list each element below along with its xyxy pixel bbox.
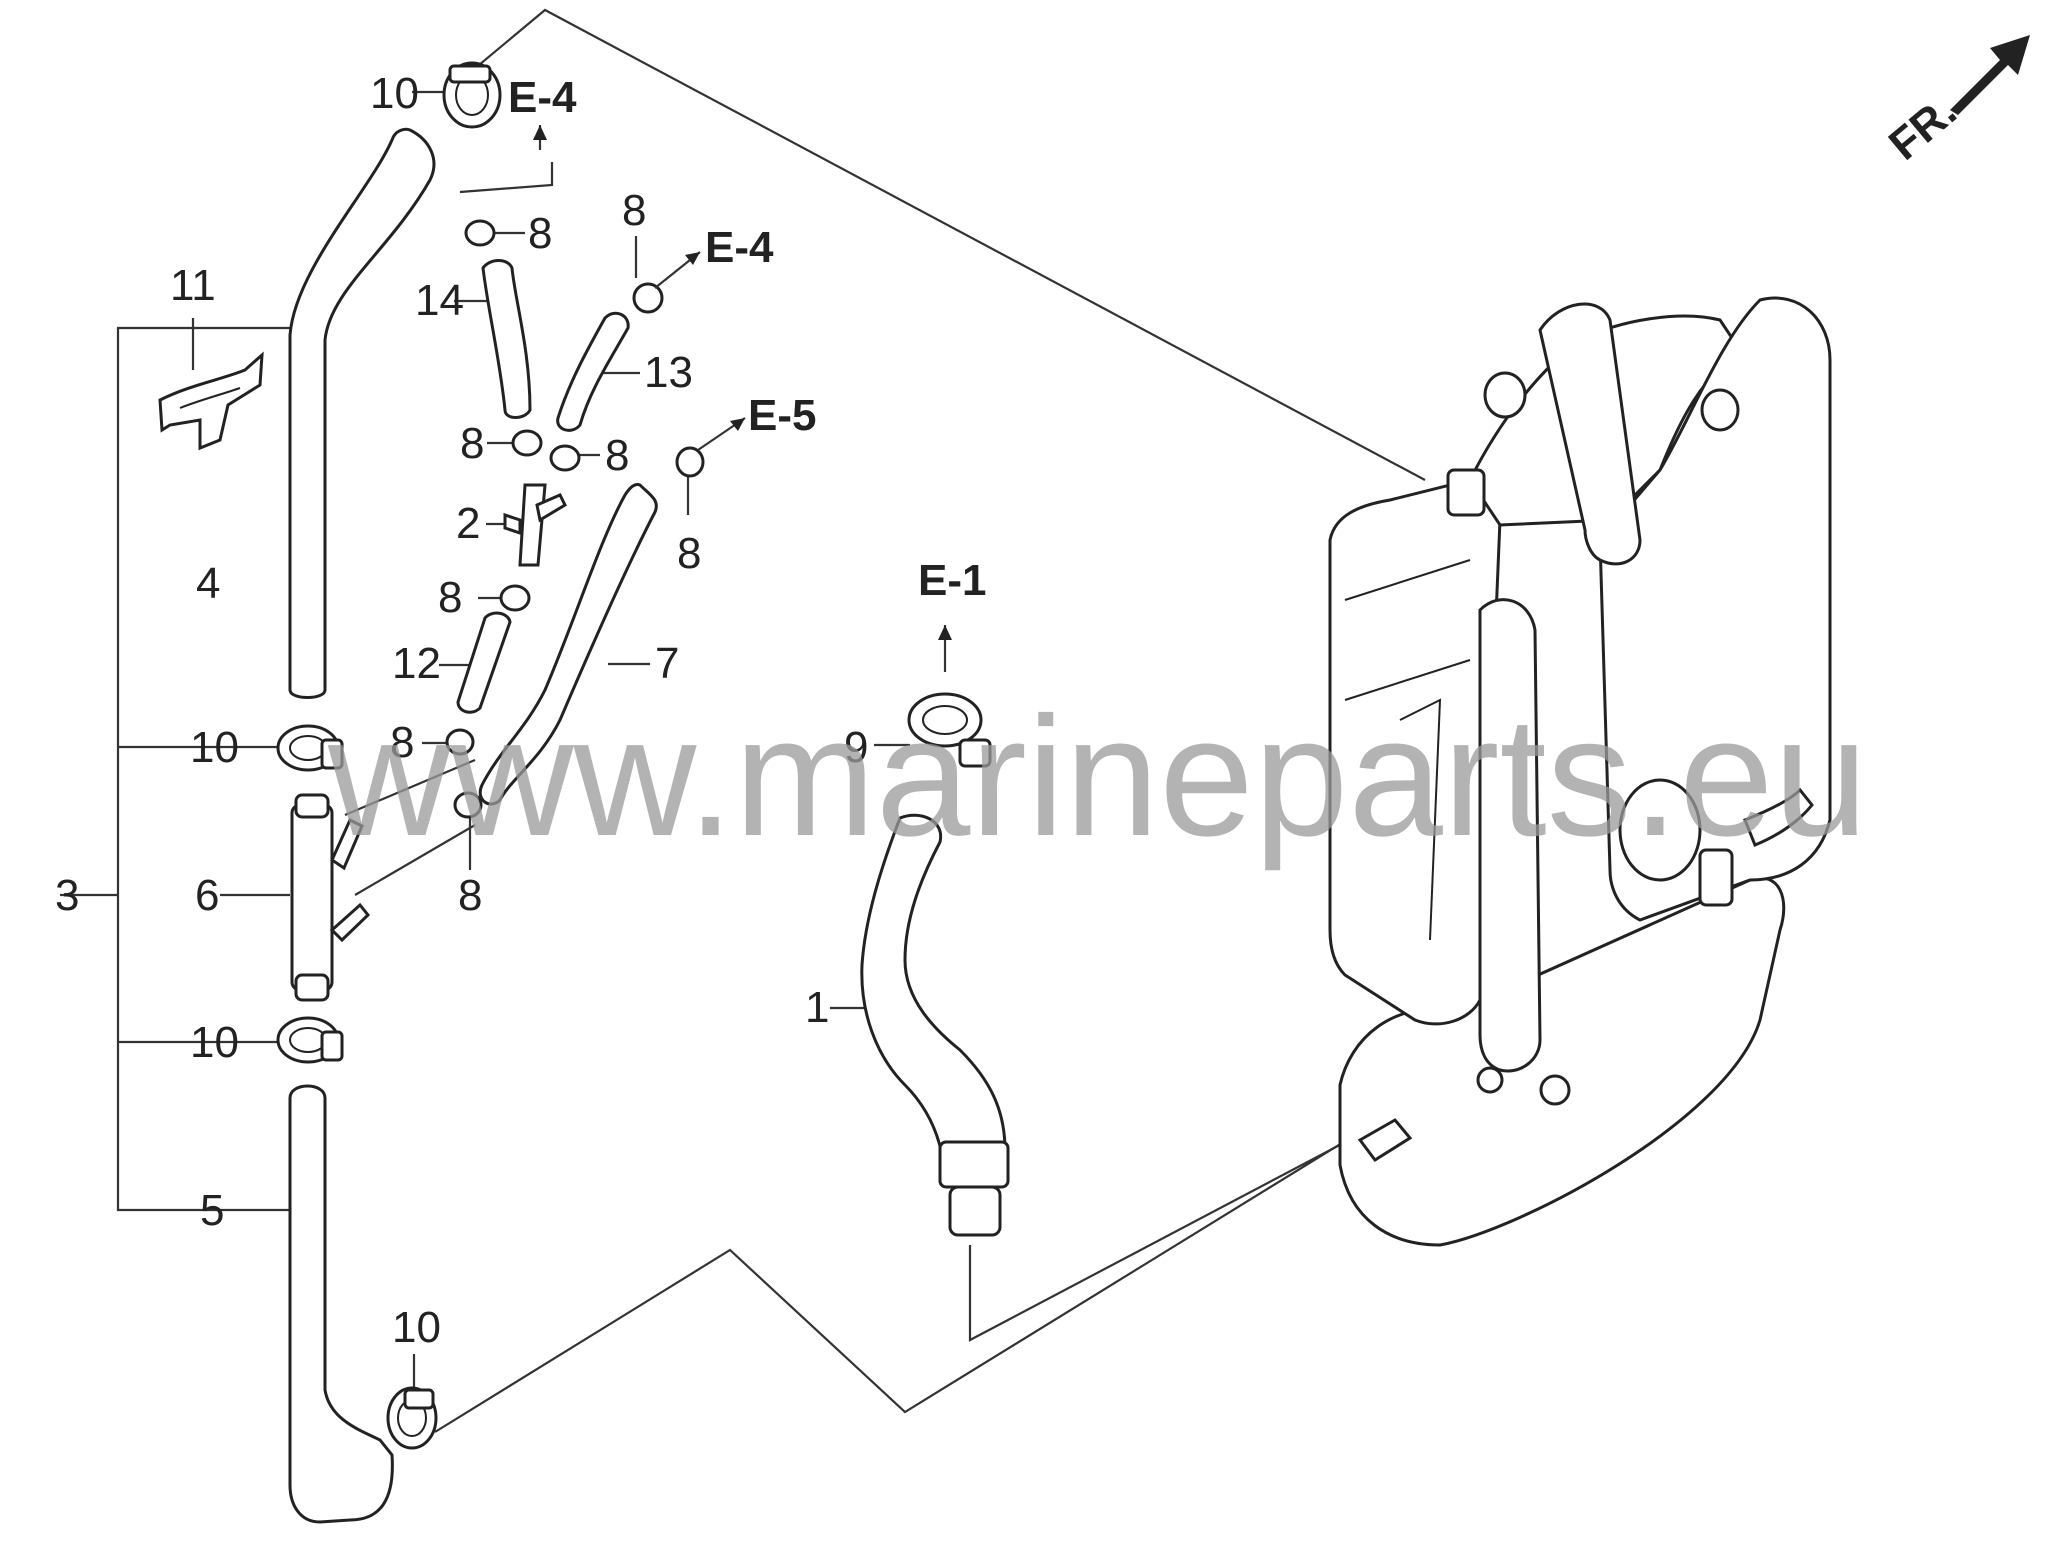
engine-cap-left xyxy=(1483,371,1527,419)
ref-arrow-e1 xyxy=(938,625,952,640)
joint-6 xyxy=(290,793,371,1002)
engine-bolt-left xyxy=(1357,1118,1413,1163)
callout-13: 13 xyxy=(644,348,693,397)
engine-bolt-right xyxy=(1539,1074,1571,1106)
clamp-8-a xyxy=(464,219,496,247)
callout-8-b: 8 xyxy=(622,186,646,235)
ref-arrow-e5 xyxy=(730,418,745,431)
clamp-8-e xyxy=(675,446,705,478)
engine-fitting xyxy=(1698,848,1734,907)
callout-8-e: 8 xyxy=(677,529,701,578)
ref-arrow-e4-right xyxy=(685,252,700,265)
callout-2: 2 xyxy=(456,499,480,548)
engine-block xyxy=(1328,296,1832,1247)
callout-8-h: 8 xyxy=(458,871,482,920)
hose-13 xyxy=(556,311,630,432)
engine-pipe xyxy=(1478,598,1542,1073)
callout-7: 7 xyxy=(655,639,679,688)
callout-8-f: 8 xyxy=(438,573,462,622)
clamp-8-c xyxy=(511,429,543,457)
ref-e5: E-5 xyxy=(748,391,816,440)
callout-8-a: 8 xyxy=(528,209,552,258)
clamp-9 xyxy=(907,692,992,768)
callout-4: 4 xyxy=(196,559,220,608)
holder-11 xyxy=(158,351,264,451)
callout-10-top: 10 xyxy=(370,69,419,118)
reference-labels: E-4 E-4 E-5 E-1 xyxy=(508,73,986,640)
clamp-8-h xyxy=(453,791,483,819)
clamp-8-d xyxy=(549,444,581,472)
hose-4 xyxy=(288,127,436,699)
hose-1-connector xyxy=(938,1140,1010,1189)
callout-10-lower: 10 xyxy=(190,1018,239,1067)
ref-e4-right: E-4 xyxy=(705,223,774,272)
clamp-10-middle xyxy=(276,724,344,772)
joints xyxy=(158,351,567,1002)
engine-housing-right xyxy=(1598,296,1832,922)
clamp-8-f xyxy=(499,584,531,612)
callout-10-bottom: 10 xyxy=(392,1303,441,1352)
clamp-10-top xyxy=(442,61,502,129)
hose-7 xyxy=(478,483,658,806)
callout-1: 1 xyxy=(805,983,829,1032)
front-direction-indicator: FR. xyxy=(1880,35,2030,170)
callout-3: 3 xyxy=(55,871,79,920)
clamp-8-g xyxy=(445,728,475,756)
front-label: FR. xyxy=(1880,87,1966,170)
callout-11: 11 xyxy=(170,261,216,310)
engine-cap-right xyxy=(1700,388,1740,432)
clamps xyxy=(276,61,992,1450)
hose-1-end xyxy=(948,1185,1002,1237)
callout-8-c: 8 xyxy=(460,419,484,468)
hoses xyxy=(288,127,1010,1524)
hose-14 xyxy=(481,259,532,419)
ref-e4-top: E-4 xyxy=(508,73,577,122)
hose-1 xyxy=(860,813,1007,1177)
engine-bolt-center xyxy=(1476,1066,1504,1094)
front-arrow-icon xyxy=(1950,35,2030,115)
clamp-8-b xyxy=(632,282,664,314)
callout-8-d: 8 xyxy=(605,431,629,480)
clamp-10-bottom xyxy=(386,1386,438,1450)
engine-top-pipe xyxy=(1538,302,1642,566)
clamp-10-lower xyxy=(276,1016,344,1064)
callout-8-g: 8 xyxy=(390,718,414,767)
hose-12 xyxy=(456,611,512,714)
watermark: www.marineparts.eu xyxy=(327,682,1868,872)
ref-e1: E-1 xyxy=(918,556,986,605)
engine-nipple xyxy=(1446,468,1486,517)
engine-lever xyxy=(1743,787,1814,847)
leader-lines xyxy=(60,8,1426,1433)
callout-6: 6 xyxy=(195,871,219,920)
joint-2 xyxy=(503,483,567,567)
callout-numbers: 10 11 8 8 14 13 8 8 8 2 4 8 12 7 10 8 9 … xyxy=(55,69,868,1352)
engine-port xyxy=(1618,778,1702,882)
callout-5: 5 xyxy=(200,1186,224,1235)
callout-9: 9 xyxy=(844,723,868,772)
callout-10-middle: 10 xyxy=(190,723,239,772)
ref-arrow-e4-top xyxy=(533,125,547,140)
hose-5 xyxy=(288,1084,394,1524)
callout-12: 12 xyxy=(392,639,441,688)
callout-14: 14 xyxy=(415,276,464,325)
